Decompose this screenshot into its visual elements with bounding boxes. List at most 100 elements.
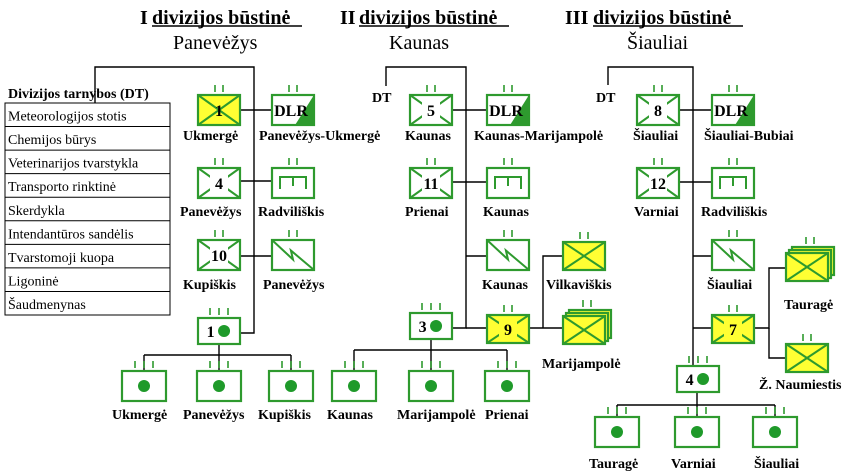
dlr1-dlr-label: DLR: [274, 103, 308, 120]
inf8-label: Šiauliai: [633, 127, 678, 144]
bat3c-symbol: [483, 361, 531, 403]
inf10-label: Kupiškis: [183, 278, 236, 293]
inf8-symbol: 8: [635, 85, 681, 127]
inf9-symbol: 9: [485, 305, 531, 345]
cav-taur-label: Tauragė: [784, 298, 833, 313]
div1-title-word: divizijos būstinė: [152, 7, 290, 29]
inf5-label: Kaunas: [405, 129, 451, 144]
inf1-number: 1: [215, 103, 223, 120]
services-table-row: Šaudmenynas: [8, 296, 86, 313]
cav-zn-label: Ž. Naumiestis: [759, 376, 842, 393]
inf7-number: 7: [729, 322, 737, 339]
bat4c-symbol: [751, 407, 799, 449]
dlr3-symbol: DLR: [710, 85, 756, 127]
eng1-symbol: [270, 158, 316, 200]
cav-zn-symbol: [784, 334, 830, 374]
bat1a-label: Ukmergė: [112, 408, 167, 423]
bat4a-label: Tauragė: [589, 457, 638, 472]
cav-vilk-symbol: [561, 232, 607, 272]
bat4c-label: Šiauliai: [754, 455, 799, 472]
inf12-label: Varniai: [634, 205, 679, 220]
div2-title-roman: II: [340, 7, 356, 29]
bat1b-symbol: [195, 361, 243, 403]
inf11-number: 11: [423, 176, 438, 193]
art4-number: 4: [686, 372, 694, 389]
eng2-label: Kaunas: [483, 205, 529, 220]
inf1-label: Ukmergė: [183, 129, 238, 144]
div3-title-roman: III: [565, 7, 589, 29]
bat4a-symbol: [593, 407, 641, 449]
cav-vilk-label: Vilkaviškis: [546, 278, 612, 293]
bat3a-symbol: [330, 361, 378, 403]
services-table-row: Intendantūros sandėlis: [8, 227, 134, 242]
services-table-row: Transporto rinktinė: [8, 180, 116, 195]
cav-mar-symbol: [561, 300, 613, 346]
services-table-row: Tvarstomoji kuopa: [8, 251, 115, 266]
div2-dt-label: DT: [372, 91, 392, 106]
art1-number: 1: [207, 324, 215, 341]
bat1c-symbol: [267, 361, 315, 403]
sig1-symbol: [270, 230, 316, 272]
services-table-header: Divizijos tarnybos (DT): [8, 87, 149, 102]
inf10-number: 10: [211, 248, 227, 265]
div2-city: Kaunas: [389, 32, 449, 54]
dlr2-symbol: DLR: [485, 85, 531, 127]
inf10-symbol: 10: [196, 230, 242, 272]
bat4b-symbol: [673, 407, 721, 449]
eng1-label: Radviliškis: [258, 205, 325, 220]
div3-city: Šiauliai: [627, 30, 689, 54]
art3-number: 3: [419, 319, 427, 336]
bat1a-symbol: [120, 361, 168, 403]
inf4-symbol: 4: [196, 158, 242, 200]
dlr3-label: Šiauliai-Bubiai: [704, 127, 794, 144]
inf5-symbol: 5: [408, 85, 454, 127]
eng3-symbol: [710, 158, 756, 200]
inf12-number: 12: [650, 176, 666, 193]
inf4-label: Panevėžys: [180, 205, 242, 220]
dlr2-dlr-label: DLR: [489, 103, 523, 120]
services-table: Divizijos tarnybos (DT) Meteorologijos s…: [4, 87, 171, 316]
sig2-symbol: [485, 230, 531, 272]
art4-symbol: 4: [675, 356, 721, 394]
bat4b-label: Varniai: [671, 457, 716, 472]
sig3-label: Šiauliai: [707, 276, 752, 293]
div1-title-roman: I: [140, 7, 148, 29]
dlr1-symbol: DLR: [270, 85, 316, 127]
inf4-number: 4: [215, 176, 223, 193]
div1-city: Panevėžys: [173, 32, 258, 54]
inf5-number: 5: [427, 103, 435, 120]
dlr1-label: Panevėžys-Ukmergė: [259, 129, 380, 144]
services-table-row: Skerdykla: [8, 204, 66, 219]
eng2-symbol: [485, 158, 531, 200]
sig2-label: Kaunas: [482, 278, 528, 293]
bat3c-label: Prienai: [485, 408, 529, 423]
bat1b-label: Panevėžys: [183, 408, 245, 423]
inf7-symbol: 7: [710, 305, 756, 345]
inf9-number: 9: [504, 322, 512, 339]
inf8-number: 8: [654, 103, 662, 120]
services-table-row: Chemijos būrys: [8, 133, 96, 148]
eng3-label: Radviliškis: [701, 205, 768, 220]
inf1-symbol: 1: [196, 85, 242, 127]
cav-taur-symbol: [784, 237, 836, 283]
inf11-symbol: 11: [408, 158, 454, 200]
unit-labels: Ukmergė Panevėžys-Ukmergė Panevėžys Radv…: [112, 127, 842, 472]
art3-symbol: 3: [408, 303, 454, 341]
art1-symbol: 1: [196, 308, 242, 346]
dlr2-label: Kaunas-Marijampolė: [474, 129, 603, 144]
services-table-row: Veterinarijos tvarstykla: [8, 157, 139, 172]
bat1c-label: Kupiškis: [258, 408, 311, 423]
div2-title-word: divizijos būstinė: [359, 7, 497, 29]
services-table-row: Ligoninė: [8, 274, 59, 289]
dlr3-dlr-label: DLR: [714, 103, 748, 120]
bat3b-symbol: [407, 361, 455, 403]
div3-dt-label: DT: [596, 91, 616, 106]
bat3a-label: Kaunas: [327, 408, 373, 423]
services-table-row: Meteorologijos stotis: [8, 110, 127, 125]
sig3-symbol: [710, 230, 756, 272]
div3-title-word: divizijos būstinė: [593, 7, 731, 29]
bat3b-label: Marijampolė: [397, 408, 476, 423]
inf11-label: Prienai: [405, 205, 449, 220]
cav-mar-label: Marijampolė: [542, 357, 621, 372]
